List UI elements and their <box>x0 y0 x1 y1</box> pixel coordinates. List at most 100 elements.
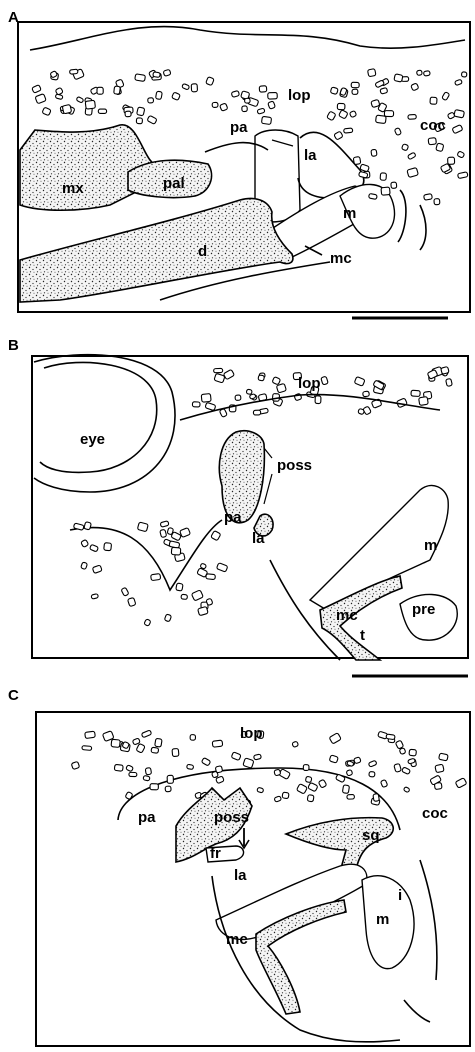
cartilage-cell <box>137 107 145 116</box>
cartilage-cell <box>257 108 265 114</box>
cartilage-cell <box>155 91 162 99</box>
cartilage-cell <box>369 193 378 199</box>
cartilage-cell <box>148 98 154 103</box>
cartilage-cell <box>335 774 345 783</box>
cartilage-cell <box>253 410 260 415</box>
label-m-b: m <box>424 537 437 554</box>
cartilage-cell <box>191 590 203 601</box>
cartilage-cell <box>35 94 46 104</box>
cartilage-cell <box>315 396 321 404</box>
cartilage-cell <box>215 766 222 773</box>
cartilage-cell <box>354 757 361 764</box>
cartilage-cell <box>201 758 210 766</box>
cartilage-cell <box>351 82 359 87</box>
cartilage-cell <box>104 543 112 551</box>
maxilla-bone <box>20 125 154 210</box>
cartilage-cell <box>191 84 197 92</box>
label-lop-a: lop <box>288 87 311 104</box>
ear-outline-a <box>398 190 426 250</box>
cartilage-cell <box>167 527 174 534</box>
label-la-b: la <box>252 530 265 547</box>
cartilage-cell <box>342 785 349 794</box>
label-la-a: la <box>304 147 317 164</box>
cartilage-cell <box>407 152 416 160</box>
cartilage-cell <box>160 521 169 528</box>
cartilage-cell <box>125 111 131 117</box>
cartilage-cell <box>235 395 241 401</box>
cartilage-cell <box>261 116 271 124</box>
cartilage-cell <box>114 86 121 94</box>
cartilage-cell <box>147 115 157 124</box>
cartilage-cell <box>190 735 195 741</box>
cartilage-cell <box>321 376 328 385</box>
cartilage-cell <box>368 69 376 77</box>
panel-b-letter: B <box>8 337 19 354</box>
cartilage-cell <box>305 776 312 783</box>
eye-outline-inner <box>40 362 157 472</box>
cartilage-cell <box>172 748 179 756</box>
cartilage-cell <box>145 768 151 775</box>
cartilage-cell <box>137 522 148 532</box>
lop-cartilage <box>32 69 278 125</box>
cartilage-cell <box>90 544 99 552</box>
cartilage-cell <box>394 74 403 82</box>
cartilage-cell <box>394 128 401 136</box>
label-poss-c: poss <box>214 809 249 826</box>
cartilage-cell <box>151 573 161 580</box>
cartilage-cell <box>182 83 190 90</box>
cartilage-cell <box>32 85 42 94</box>
cartilage-cell <box>135 74 146 82</box>
cartilage-cell <box>212 102 218 107</box>
cartilage-cell <box>81 562 88 570</box>
cartilage-cell <box>163 69 171 76</box>
cartilage-cell <box>180 528 191 538</box>
cartilage-cell <box>368 760 377 767</box>
label-coc-c: coc <box>422 805 448 822</box>
cartilage-cell <box>402 767 411 775</box>
cartilage-cell <box>307 795 314 802</box>
cartilage-cell <box>82 746 92 751</box>
cartilage-cell <box>259 86 267 92</box>
cartilage-cell <box>369 772 375 777</box>
cartilage-cell <box>205 402 216 410</box>
cartilage-cell <box>452 125 463 134</box>
cartilage-cell <box>384 111 393 117</box>
cartilage-cell <box>409 749 416 756</box>
cartilage-cell <box>292 741 299 747</box>
cartilage-cell <box>455 79 463 85</box>
cartilage-cell <box>461 72 466 77</box>
cartilage-cell <box>386 734 395 740</box>
cartilage-cell <box>231 91 239 98</box>
cartilage-cell <box>435 764 444 773</box>
cartilage-cell <box>407 167 419 177</box>
cartilage-cell <box>408 114 416 119</box>
cartilage-cell <box>411 83 419 91</box>
pointer-poss-b-2 <box>264 474 272 504</box>
cartilage-cell <box>214 373 225 383</box>
cartilage-cell <box>337 103 345 109</box>
label-la-c: la <box>234 867 247 884</box>
label-d-a: d <box>198 243 207 260</box>
cartilage-cell <box>181 594 187 599</box>
cartilage-cell <box>274 769 281 776</box>
cartilage-cell <box>245 98 250 103</box>
cartilage-cell <box>439 753 449 761</box>
cartilage-cell <box>231 752 241 761</box>
label-mc-c: mc <box>226 931 248 948</box>
dentary-bone <box>20 199 293 303</box>
cartilage-cell <box>223 369 234 379</box>
cartilage-cell <box>318 779 327 788</box>
cartilage-cell <box>458 172 469 179</box>
cartilage-cell <box>258 375 264 381</box>
cartilage-cell <box>62 104 71 113</box>
cartilage-cell <box>144 619 151 626</box>
label-m-a: m <box>343 205 356 222</box>
cartilage-cell <box>206 574 216 580</box>
cartilage-cell <box>424 194 433 201</box>
cartilage-cell <box>363 406 372 415</box>
cartilage-cell <box>327 111 336 121</box>
cartilage-cell <box>344 128 353 133</box>
cartilage-cell <box>347 795 355 800</box>
label-mc-a: mc <box>330 250 352 267</box>
